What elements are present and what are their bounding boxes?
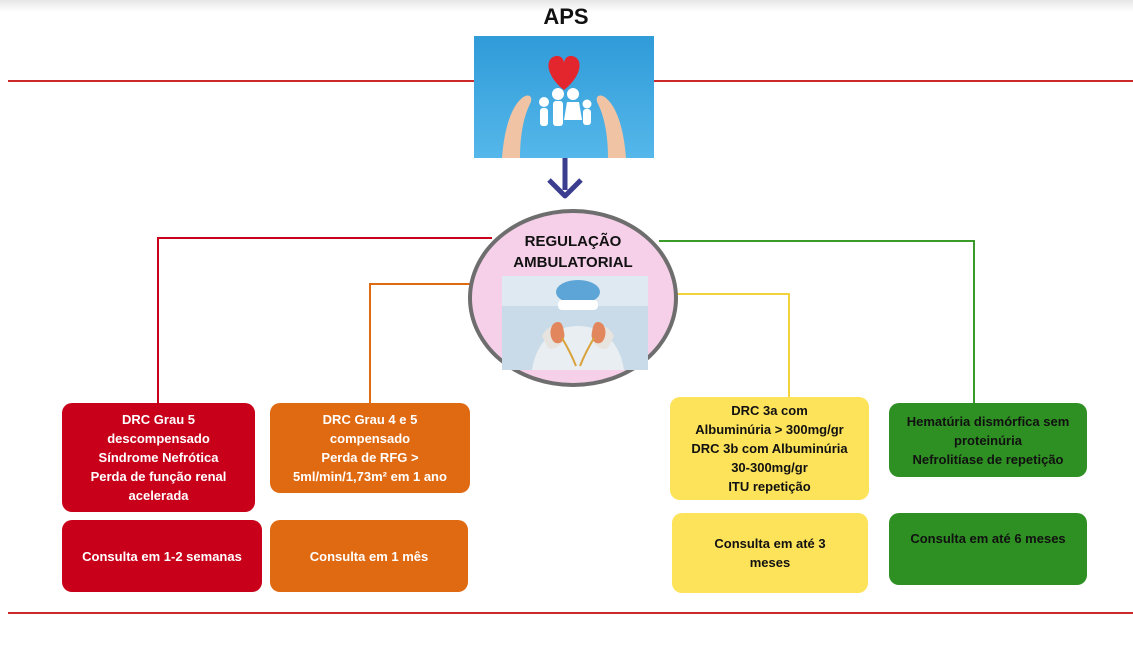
connector-orange — [369, 283, 470, 404]
connector-red — [157, 237, 492, 404]
criteria-line: 30-300mg/gr — [731, 460, 808, 475]
criteria-box-red: DRC Grau 5 descompensado Síndrome Nefrót… — [62, 403, 255, 512]
criteria-line: Síndrome Nefrótica — [98, 450, 219, 465]
kidney-doctor-icon — [502, 276, 648, 370]
down-arrow-head — [547, 178, 583, 199]
criteria-line: 5ml/min/1,73m² em 1 ano — [293, 469, 447, 484]
regulacao-ambulatorial-node: REGULAÇÃO AMBULATORIAL — [468, 209, 678, 387]
center-label: REGULAÇÃO AMBULATORIAL — [472, 231, 674, 273]
criteria-box-yellow: DRC 3a com Albuminúria > 300mg/gr DRC 3b… — [670, 397, 869, 500]
consulta-box-red: Consulta em 1-2 semanas — [62, 520, 262, 592]
criteria-line: Albuminúria > 300mg/gr — [695, 422, 844, 437]
criteria-line: Perda de RFG > — [321, 450, 419, 465]
connector-yellow — [674, 293, 790, 398]
consulta-box-yellow: Consulta em até 3 meses — [672, 513, 868, 593]
criteria-line: descompensado — [107, 431, 210, 446]
consulta-box-orange: Consulta em 1 mês — [270, 520, 468, 592]
consulta-label: Consulta em até 3 — [714, 536, 826, 551]
consulta-label: meses — [749, 555, 791, 570]
criteria-line: DRC Grau 5 — [122, 412, 195, 427]
center-label-line: AMBULATORIAL — [513, 254, 633, 271]
consulta-box-green: Consulta em até 6 meses — [889, 513, 1087, 585]
criteria-box-green: Hematúria dismórfica sem proteinúria Nef… — [889, 403, 1087, 477]
criteria-line: Nefrolitíase de repetição — [912, 451, 1064, 467]
connector-green — [659, 240, 975, 404]
consulta-label: Consulta em 1 mês — [309, 548, 429, 564]
criteria-line: compensado — [329, 431, 411, 446]
top-shadow — [0, 0, 1133, 12]
center-label-line: REGULAÇÃO — [524, 233, 622, 250]
criteria-line: DRC Grau 4 e 5 — [322, 412, 418, 427]
criteria-line: acelerada — [128, 488, 189, 503]
family-heart-hands-icon — [474, 36, 654, 158]
criteria-box-orange: DRC Grau 4 e 5 compensado Perda de RFG >… — [270, 403, 470, 493]
consulta-label: Consulta em até 6 meses — [910, 531, 1066, 546]
criteria-line: proteinúria — [954, 432, 1022, 448]
criteria-line: DRC 3a com — [731, 403, 808, 418]
criteria-line: DRC 3b com Albuminúria — [691, 441, 848, 456]
criteria-line: Perda de função renal — [90, 469, 227, 484]
page-title: APS — [543, 4, 589, 29]
consulta-label: Consulta em 1-2 semanas — [82, 548, 242, 564]
criteria-line: Hematúria dismórfica sem — [906, 413, 1070, 429]
criteria-line: ITU repetição — [728, 479, 811, 494]
